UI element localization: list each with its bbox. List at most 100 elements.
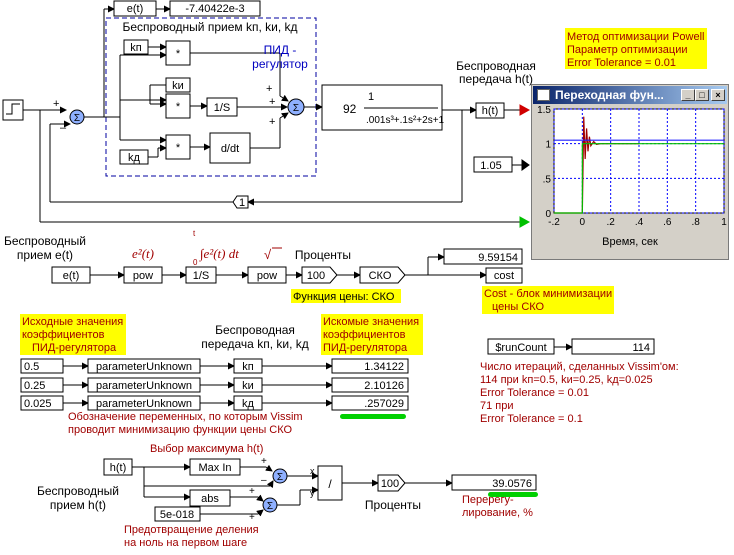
- plus-sign: +: [269, 116, 275, 128]
- init-value-ki: 0.25: [24, 380, 45, 392]
- overshoot-wireless-line1: Беспроводный: [37, 484, 119, 498]
- overshoot-value: 39.0576: [492, 478, 532, 490]
- y-tick-label: 0: [545, 209, 551, 220]
- runcount-note-line3: Error Tolerance = 0.01: [480, 387, 589, 399]
- runcount-label: $runCount: [495, 342, 546, 354]
- wireless-out-line2: передача h(t): [459, 72, 533, 86]
- minus-sign: –: [261, 475, 267, 486]
- overshoot-sum2: Σ: [267, 501, 273, 512]
- port-y: y: [310, 488, 315, 498]
- x-tick-label: -.2: [548, 217, 560, 228]
- coef-kd: kд: [242, 398, 255, 410]
- init-note-line3: ПИД-регулятора: [32, 342, 117, 354]
- mult2-block: *: [176, 101, 181, 113]
- ki-block: kи: [172, 80, 184, 92]
- sko-block: СКО: [369, 270, 392, 282]
- overshoot-wireless-line2: прием h(t): [50, 498, 106, 512]
- init-note-line1: Исходные значения: [22, 316, 123, 328]
- init-value-kd: 0.025: [24, 398, 52, 410]
- ht-block: h(t): [482, 105, 499, 117]
- overshoot-ht-block: h(t): [110, 462, 127, 474]
- eps-block: 5e-018: [160, 509, 194, 521]
- pid-group-title: Беспроводный прием kп, kи, kд: [122, 20, 297, 34]
- pow2-block: pow: [257, 270, 277, 282]
- pid-label-line2: регулятор: [252, 57, 308, 71]
- result-kp: 1.34122: [364, 361, 404, 373]
- x-tick-label: 1: [721, 217, 727, 228]
- close-button[interactable]: ×: [711, 89, 725, 101]
- eps-note-line1: Предотвращение деления: [124, 524, 259, 536]
- cost-note-line1: Cost - блок минимизации: [484, 288, 612, 300]
- plus-sign: +: [53, 98, 59, 110]
- result-note-line2: коэффициентов: [323, 329, 406, 341]
- optim-note-line1: Метод оптимизации Powell: [567, 31, 704, 43]
- optim-note-line2: Параметр оптимизации: [567, 44, 688, 56]
- cost-int-block: 1/S: [193, 270, 210, 282]
- param-unknown-ki: parameterUnknown: [96, 380, 192, 392]
- runcount-value: 114: [632, 342, 650, 354]
- cost-note-line2: цены СКО: [492, 301, 545, 313]
- init-note-line2: коэффициентов: [22, 329, 105, 341]
- cost-block: cost: [494, 270, 514, 282]
- sqrt-label: √: [264, 247, 272, 262]
- pid-label-line1: ПИД -: [264, 43, 297, 57]
- maxin-block: Max In: [198, 462, 231, 474]
- tf-numerator: 1: [368, 91, 374, 103]
- et-value: -7.40422e-3: [185, 3, 244, 15]
- plus-sign: +: [266, 83, 272, 95]
- result-kd: .257029: [364, 398, 404, 410]
- minimize-button[interactable]: _: [681, 89, 695, 101]
- runcount-note-line4: 71 при: [480, 400, 514, 412]
- div-block: /: [328, 477, 332, 491]
- optim-note-line3: Error Tolerance = 0.01: [567, 57, 676, 69]
- maximize-button[interactable]: □: [695, 89, 709, 101]
- plus-sign: +: [249, 512, 255, 523]
- mult1-block: *: [176, 48, 181, 60]
- tf-gain: 92: [343, 102, 357, 116]
- cost-wireless-line1: Беспроводный: [4, 234, 86, 248]
- cost-fn-note: Функция цены: СКО: [293, 291, 395, 303]
- y-tick-label: .5: [543, 174, 552, 185]
- et-label: e(t): [127, 3, 144, 15]
- init-value-kp: 0.5: [24, 361, 39, 373]
- mult3-block: *: [176, 142, 181, 154]
- x-tick-label: .4: [635, 217, 644, 228]
- plot-titlebar[interactable]: Переходная фун... _ □ ×: [533, 86, 727, 104]
- runcount-note-line2: 114 при kп=0.5, kи=0.25, kд=0.025: [480, 374, 653, 386]
- cost-percent-label: Проценты: [295, 248, 351, 262]
- integral-label: ∫e²(t) dt: [199, 246, 239, 262]
- integral-upper: t: [193, 229, 196, 238]
- kp-block: kп: [130, 42, 142, 54]
- coef-ki: kи: [242, 380, 254, 392]
- x-tick-label: .2: [606, 217, 615, 228]
- overshoot-line2: лирование, %: [462, 507, 533, 519]
- integrator-block: 1/S: [214, 102, 231, 114]
- x-tick-label: .8: [691, 217, 700, 228]
- max-note: Выбор максимума h(t): [150, 443, 263, 455]
- y-tick-label: 1: [545, 140, 551, 151]
- x-tick-label: 0: [580, 217, 586, 228]
- coef-kp: kп: [242, 361, 254, 373]
- port-x: x: [310, 466, 315, 476]
- overshoot-percent-label: Проценты: [365, 498, 421, 512]
- overshoot-sum1: Σ: [277, 472, 283, 483]
- percent-gain-block: 100: [307, 270, 325, 282]
- runcount-note-line1: Число итераций, сделанных Vissim'ом:: [480, 361, 679, 373]
- feedback-gain: 1: [239, 197, 245, 209]
- wireless-out-line1: Беспроводная: [456, 59, 536, 73]
- runcount-note-line5: Error Tolerance = 0.1: [480, 413, 583, 425]
- step-symbol: [6, 103, 20, 115]
- minus-sign: –: [60, 122, 67, 134]
- param-unknown-kd: parameterUnknown: [96, 398, 192, 410]
- e2-label: e²(t): [132, 246, 154, 261]
- y-tick-label: 1.5: [537, 105, 551, 116]
- plot-app-icon: [537, 89, 550, 101]
- overshoot-line1: Перерегу-: [462, 494, 514, 506]
- pow-block: pow: [133, 270, 153, 282]
- cost-et-block: e(t): [63, 270, 80, 282]
- plot-xlabel: Время, сек: [602, 236, 658, 248]
- pid-sum: Σ: [293, 103, 299, 114]
